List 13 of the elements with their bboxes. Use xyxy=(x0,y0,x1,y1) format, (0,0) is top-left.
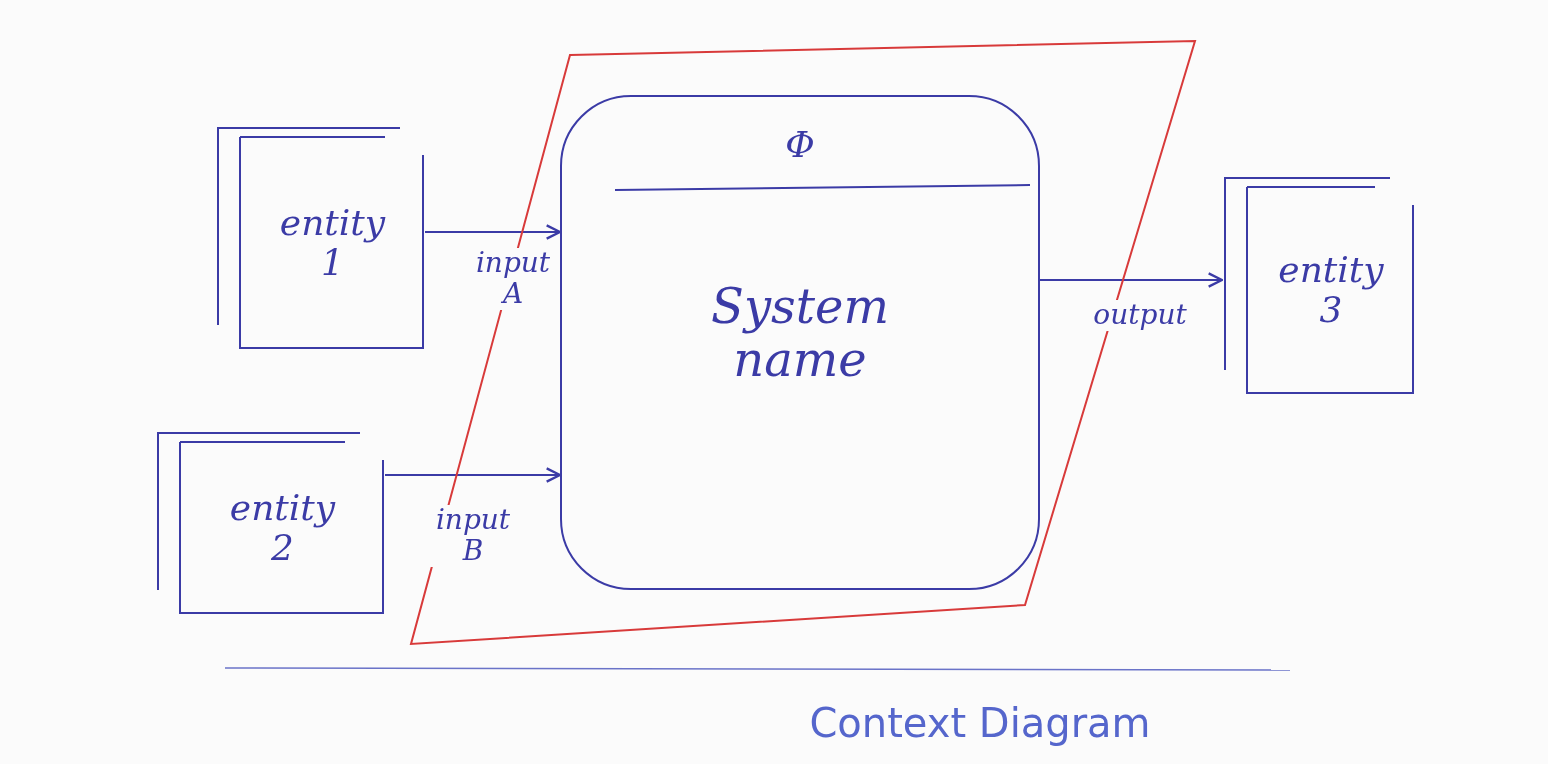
arrow xyxy=(1039,272,1224,288)
process-number: Φ xyxy=(784,125,816,165)
arrow xyxy=(424,224,562,240)
entity-label: entity 2 xyxy=(228,487,337,568)
entity-label: entity 3 xyxy=(1277,250,1385,330)
caption-text: Context Diagram xyxy=(808,700,1152,746)
external-entity-box xyxy=(155,430,385,615)
process-box xyxy=(560,95,1040,590)
process-name: System name xyxy=(710,280,890,386)
external-entity-box xyxy=(215,125,425,350)
arrow xyxy=(384,467,562,483)
entity-label: entity 1 xyxy=(278,202,387,283)
external-entity-box xyxy=(1222,175,1415,395)
